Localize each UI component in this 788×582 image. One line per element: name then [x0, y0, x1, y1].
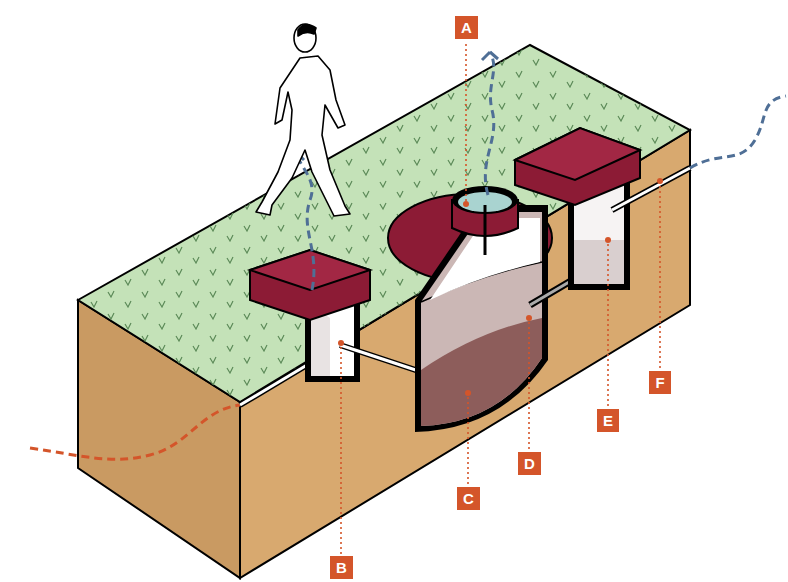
- callout-letter: E: [597, 409, 619, 432]
- callout-letter: A: [455, 16, 478, 39]
- callout-letter: D: [518, 452, 541, 475]
- callout-letter: C: [457, 487, 480, 510]
- callout-letter: B: [330, 556, 353, 579]
- callout-letter: F: [649, 371, 671, 394]
